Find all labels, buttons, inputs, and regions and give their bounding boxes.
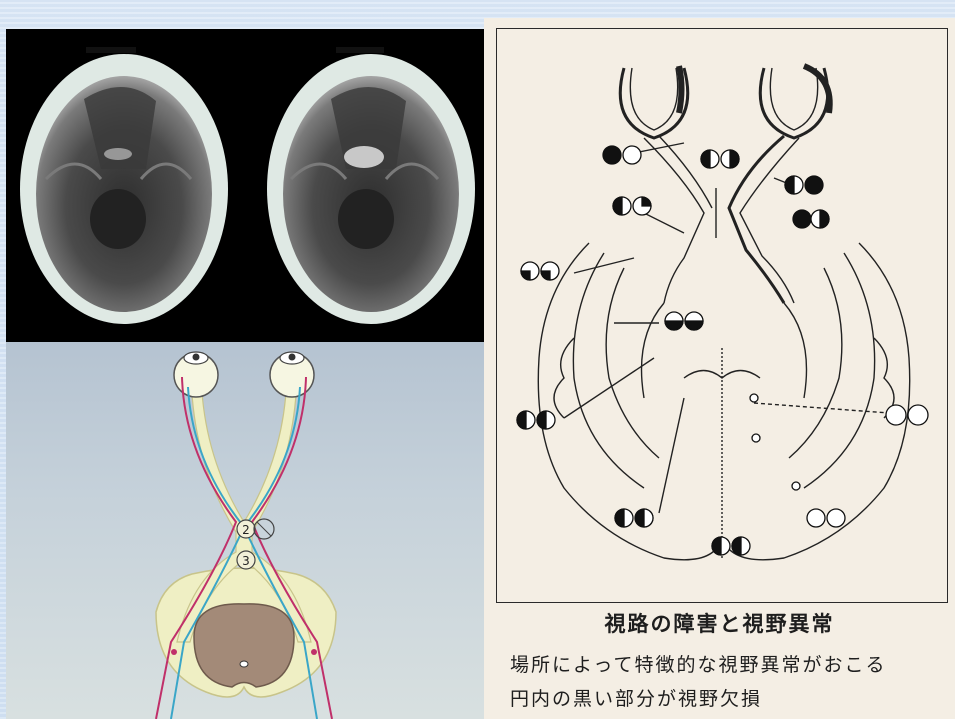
figure-caption-1: 場所によって特徴的な視野異常がおこる xyxy=(510,650,886,677)
ct-scan-panel xyxy=(6,29,491,342)
lesion-marker-3: 3 xyxy=(237,551,255,569)
eye-icon-right xyxy=(270,352,314,397)
visual-field-figure: 視路の障害と視野異常 場所によって特徴的な視野異常がおこる 円内の黒い部分が視野… xyxy=(484,18,955,719)
eye-icon-left xyxy=(174,352,218,397)
svg-text:2: 2 xyxy=(242,523,250,537)
lesion-marker-2: 2 xyxy=(237,520,255,538)
ct-scan-image xyxy=(6,29,491,342)
visual-field-diagram xyxy=(484,18,955,608)
visual-pathway-diagram: 2 3 xyxy=(6,342,484,719)
brainstem xyxy=(194,604,294,687)
figure-title: 視路の障害と視野異常 xyxy=(484,608,955,638)
visual-pathway-panel: 2 3 xyxy=(6,342,484,719)
svg-text:3: 3 xyxy=(242,554,250,568)
figure-caption-2: 円内の黒い部分が視野欠損 xyxy=(510,684,762,711)
ct-lesion xyxy=(344,146,384,168)
